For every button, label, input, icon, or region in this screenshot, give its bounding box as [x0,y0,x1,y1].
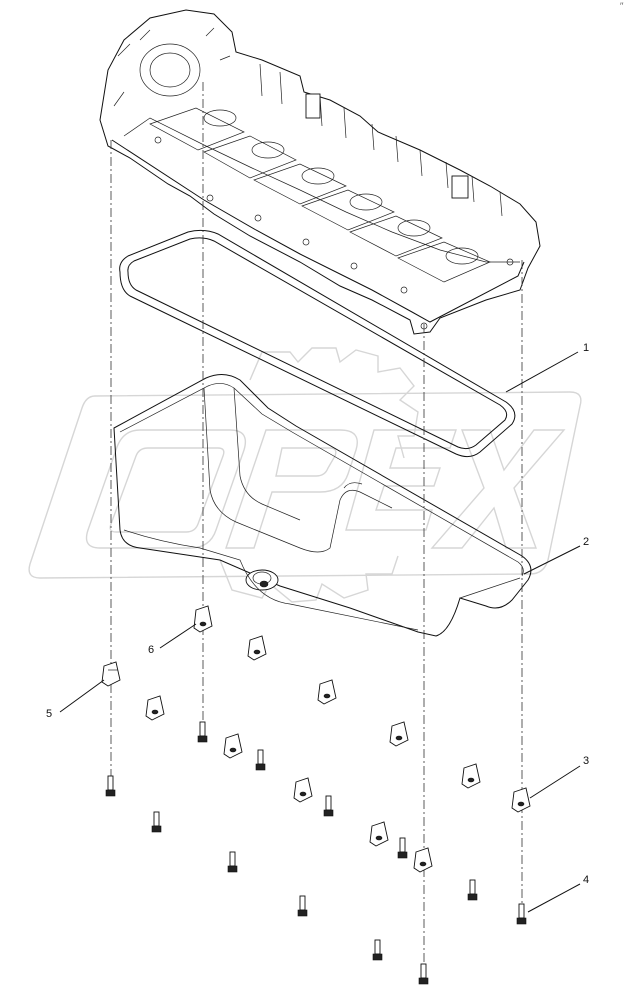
callout-4: 4 [583,874,589,886]
spacer-block [101,661,121,687]
bolt [467,879,478,901]
crank-bays [149,107,491,283]
bolts [105,721,527,985]
spacer-block [223,733,243,759]
spacer-block [413,847,433,873]
callout-leaders [59,351,581,913]
bolt [397,837,408,859]
bolt [105,775,116,797]
callout-5: 5 [46,708,52,720]
bolt [197,721,208,743]
spacer-block [247,635,267,661]
spacer-block [293,777,313,803]
spacer-block [317,679,337,705]
callout-6: 6 [148,644,154,656]
callout-3: 3 [583,755,589,767]
callout-1: 1 [583,342,589,354]
watermark-logo [28,347,582,603]
bolt [151,811,162,833]
engine-block [99,9,541,335]
corner-mark: ′′ [620,1,624,11]
bolt [227,851,238,873]
spacer-block [193,605,213,633]
oil-pan-gasket [119,229,516,458]
bolt [516,903,527,925]
callout-2: 2 [583,536,589,548]
bolt [372,939,383,961]
spacer-block [461,763,481,789]
spacer-block [511,787,531,813]
spacer-block [145,695,165,721]
bolt [255,749,266,771]
bolt [297,895,308,917]
spacer-block [389,721,409,747]
spacer-blocks [101,605,531,873]
bolt [418,963,429,985]
spacer-block [369,821,389,847]
oil-pan [113,374,532,637]
bolt [323,795,334,817]
